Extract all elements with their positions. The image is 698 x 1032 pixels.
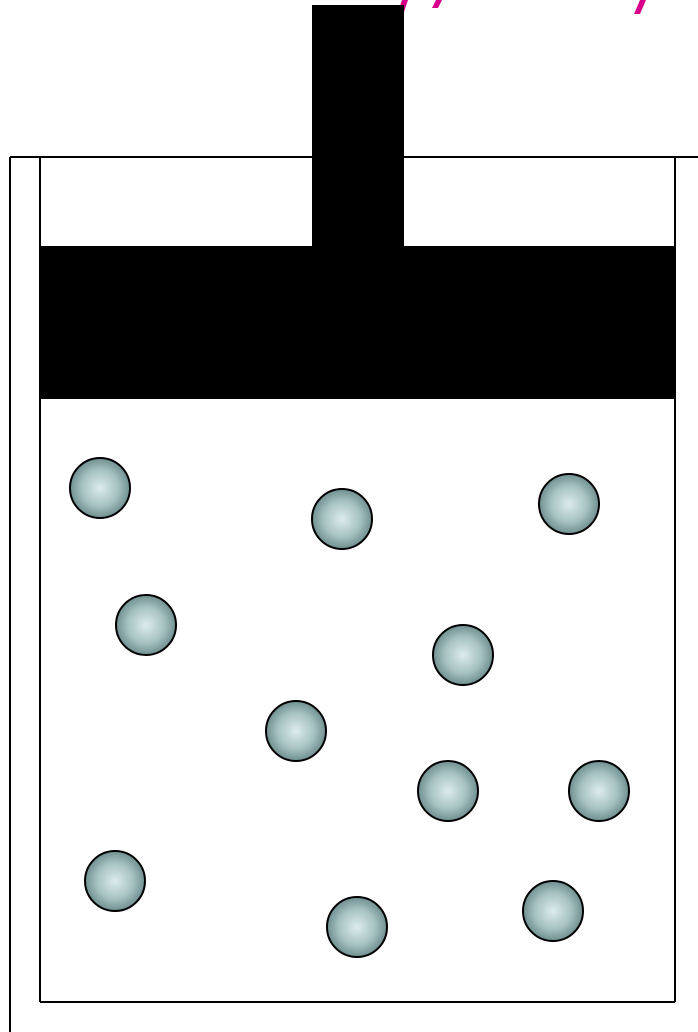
gas-particle-6 [266, 701, 326, 761]
gas-particle-4 [116, 595, 176, 655]
gas-particle-5 [433, 625, 493, 685]
gas-particle-7 [418, 761, 478, 821]
gas-particles [70, 458, 629, 957]
gas-particle-1 [70, 458, 130, 518]
piston-rod [312, 5, 404, 255]
gas-particle-10 [327, 897, 387, 957]
gas-particle-8 [569, 761, 629, 821]
gas-particle-2 [312, 489, 372, 549]
piston-head [40, 246, 675, 399]
gas-particle-11 [523, 881, 583, 941]
clipped-heading-stroke-3 [634, 0, 646, 14]
clipped-heading-stroke-2 [432, 0, 442, 8]
piston [40, 5, 675, 399]
gas-particle-9 [85, 851, 145, 911]
gas-particle-3 [539, 474, 599, 534]
clipped-heading-fragment [398, 0, 646, 14]
